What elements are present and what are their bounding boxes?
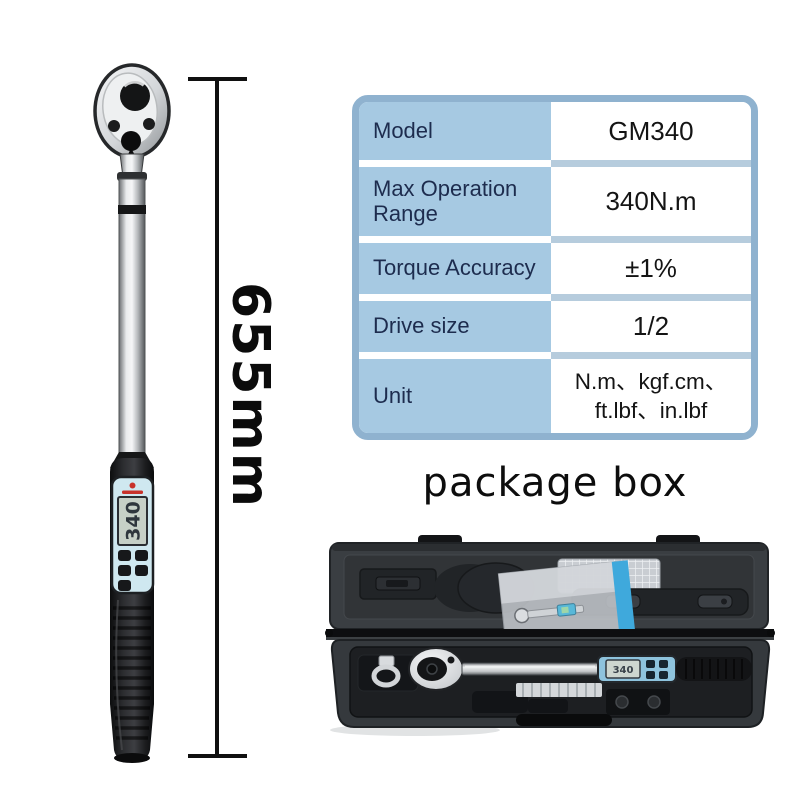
spec-value-cell: GM340: [551, 102, 751, 160]
spec-label-cell: Max Operation Range: [359, 160, 551, 236]
spec-label: Unit: [373, 383, 413, 409]
spec-label-cell: Unit: [359, 351, 551, 434]
drive-gear: [120, 81, 150, 111]
spec-row-unit: Unit N.m、kgf.cm、ft.lbf、in.lbf: [359, 351, 751, 434]
card-blue-stripe: [611, 560, 636, 640]
case-display-module: 340: [597, 655, 677, 683]
spec-label: Torque Accuracy: [373, 255, 536, 281]
spec-value: ±1%: [625, 252, 677, 283]
case-base: 340: [330, 639, 771, 728]
spec-table: Model GM340 Max Operation Range 340N.m T…: [352, 95, 758, 441]
spec-label: Model: [373, 118, 433, 144]
spec-value-cell: 340N.m: [551, 160, 751, 236]
screw-block: [606, 689, 670, 715]
wrench-shaft: [117, 153, 147, 462]
dimension-line: [188, 77, 247, 758]
case-lcd-value: 340: [613, 665, 634, 676]
case-hinge: [325, 629, 775, 640]
spec-value: GM340: [608, 115, 694, 146]
spec-value: 340N.m: [605, 186, 697, 217]
panel-buttons: [118, 550, 148, 591]
lcd-value: 340: [123, 501, 145, 541]
shaft-band: [118, 205, 146, 214]
lcd-screen: 340: [117, 496, 148, 546]
spec-row-drive-size: Drive size 1/2: [359, 293, 751, 352]
spec-label-cell: Drive size: [359, 293, 551, 352]
spec-label-cell: Model: [359, 102, 551, 160]
spec-value-cell: N.m、kgf.cm、ft.lbf、in.lbf: [551, 351, 751, 434]
spec-label: Max Operation Range: [373, 176, 518, 227]
display-panel: 340: [110, 475, 155, 595]
wrench-in-case: 340: [408, 647, 752, 691]
spec-row-max-range: Max Operation Range 340N.m: [359, 160, 751, 236]
length-label: 655mm: [220, 282, 280, 509]
spec-row-accuracy: Torque Accuracy ±1%: [359, 235, 751, 294]
spec-label: Drive size: [373, 313, 470, 339]
package-box-heading: package box: [422, 460, 688, 506]
spec-label-cell: Torque Accuracy: [359, 235, 551, 294]
ratchet-head: [93, 63, 171, 161]
case-grip: [676, 657, 752, 681]
torque-wrench-photo: 340 655mm: [93, 63, 280, 763]
spec-value: N.m、kgf.cm、ft.lbf、in.lbf: [574, 368, 728, 423]
spec-value-cell: 1/2: [551, 293, 751, 352]
spec-value-cell: ±1%: [551, 235, 751, 294]
instruction-card: [497, 560, 636, 652]
brand-logo: [122, 482, 143, 494]
spec-row-model: Model GM340: [359, 102, 751, 160]
package-box-photo: 340: [325, 535, 775, 736]
card-wrench-picture: [514, 603, 585, 624]
spec-value: 1/2: [632, 310, 670, 341]
